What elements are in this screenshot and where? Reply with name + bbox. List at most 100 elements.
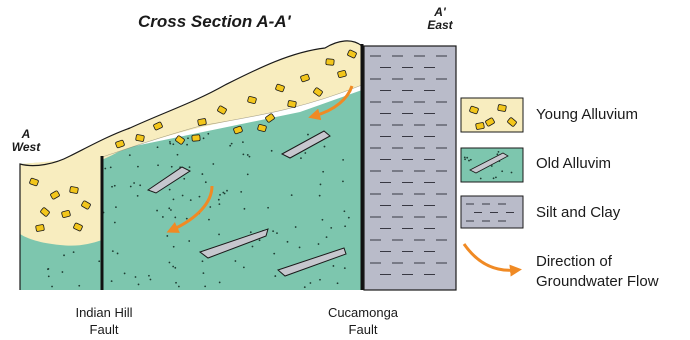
speck	[137, 195, 139, 197]
speck	[169, 262, 171, 264]
speck	[495, 177, 497, 179]
speck	[498, 151, 500, 153]
speck	[110, 166, 112, 168]
speck	[171, 166, 173, 168]
speck	[342, 180, 344, 182]
speck	[162, 216, 164, 218]
speck	[111, 186, 113, 188]
speck	[330, 227, 332, 229]
speck	[203, 137, 205, 139]
speck	[231, 143, 233, 145]
indian-hill-fault-label: Indian Hill Fault	[44, 304, 164, 338]
speck	[287, 241, 289, 243]
speck	[324, 146, 326, 148]
speck	[218, 199, 220, 201]
speck	[274, 275, 276, 277]
speck	[326, 236, 328, 238]
speck	[62, 271, 64, 273]
speck	[271, 150, 273, 152]
speck	[337, 282, 339, 284]
speck	[47, 268, 49, 270]
diagram-title: Cross Section A-A'	[138, 12, 291, 32]
speck	[304, 286, 306, 288]
speck	[187, 137, 189, 139]
speck	[276, 232, 278, 234]
speck	[139, 184, 141, 186]
fault-label-line: Fault	[44, 321, 164, 338]
pebble	[326, 59, 334, 66]
speck	[480, 178, 482, 180]
speck	[130, 186, 132, 188]
speck	[466, 157, 468, 159]
speck	[190, 199, 192, 201]
west-end-direction: West	[6, 141, 46, 154]
silt-clay-column	[364, 46, 456, 290]
speck	[511, 172, 513, 174]
pebble	[476, 122, 485, 129]
speck	[310, 282, 312, 284]
east-end-label: A' East	[418, 6, 462, 32]
speck	[212, 163, 214, 165]
speck	[114, 185, 116, 187]
legend-swatch-silt-clay	[461, 196, 523, 228]
speck	[468, 160, 470, 162]
speck	[300, 157, 302, 159]
speck	[172, 266, 174, 268]
speck	[207, 133, 209, 135]
speck	[177, 154, 179, 156]
speck	[226, 190, 228, 192]
pebble	[192, 135, 200, 142]
speck	[51, 286, 53, 288]
speck	[322, 171, 324, 173]
speck	[173, 199, 175, 201]
speck	[491, 165, 493, 167]
speck	[240, 191, 242, 193]
speck	[178, 286, 180, 288]
speck	[189, 166, 191, 168]
speck	[73, 251, 75, 253]
speck	[219, 194, 221, 196]
east-end-direction: East	[418, 19, 462, 32]
speck	[493, 177, 495, 179]
speck	[209, 206, 211, 208]
speck	[174, 267, 176, 269]
speck	[229, 145, 231, 147]
speck	[111, 280, 113, 282]
speck	[304, 152, 306, 154]
speck	[186, 218, 188, 220]
speck	[218, 203, 220, 205]
young-alluvium-pocket	[20, 157, 102, 246]
speck	[319, 279, 321, 281]
speck	[148, 275, 150, 277]
legend-flow-line: Groundwater Flow	[536, 272, 659, 292]
speck	[182, 195, 184, 197]
speck	[318, 243, 320, 245]
speck	[295, 226, 297, 228]
speck	[307, 134, 309, 136]
speck	[63, 254, 65, 256]
speck	[133, 182, 135, 184]
speck	[112, 250, 114, 252]
speck	[273, 253, 275, 255]
speck	[267, 207, 269, 209]
speck	[117, 253, 119, 255]
speck	[208, 219, 210, 221]
speck	[244, 208, 246, 210]
speck	[169, 189, 171, 191]
speck	[168, 207, 170, 209]
speck	[222, 192, 224, 194]
speck	[186, 144, 188, 146]
speck	[137, 166, 139, 168]
speck	[498, 160, 500, 162]
pebble	[288, 100, 297, 107]
speck	[174, 217, 176, 219]
speck	[247, 173, 249, 175]
legend-swatch-old-alluvium	[461, 148, 523, 182]
speck	[156, 210, 158, 212]
speck	[188, 240, 190, 242]
pebble	[36, 224, 45, 231]
fault-label-line: Cucamonga	[303, 304, 423, 321]
speck	[342, 159, 344, 161]
speck	[291, 194, 293, 196]
speck	[150, 279, 152, 281]
